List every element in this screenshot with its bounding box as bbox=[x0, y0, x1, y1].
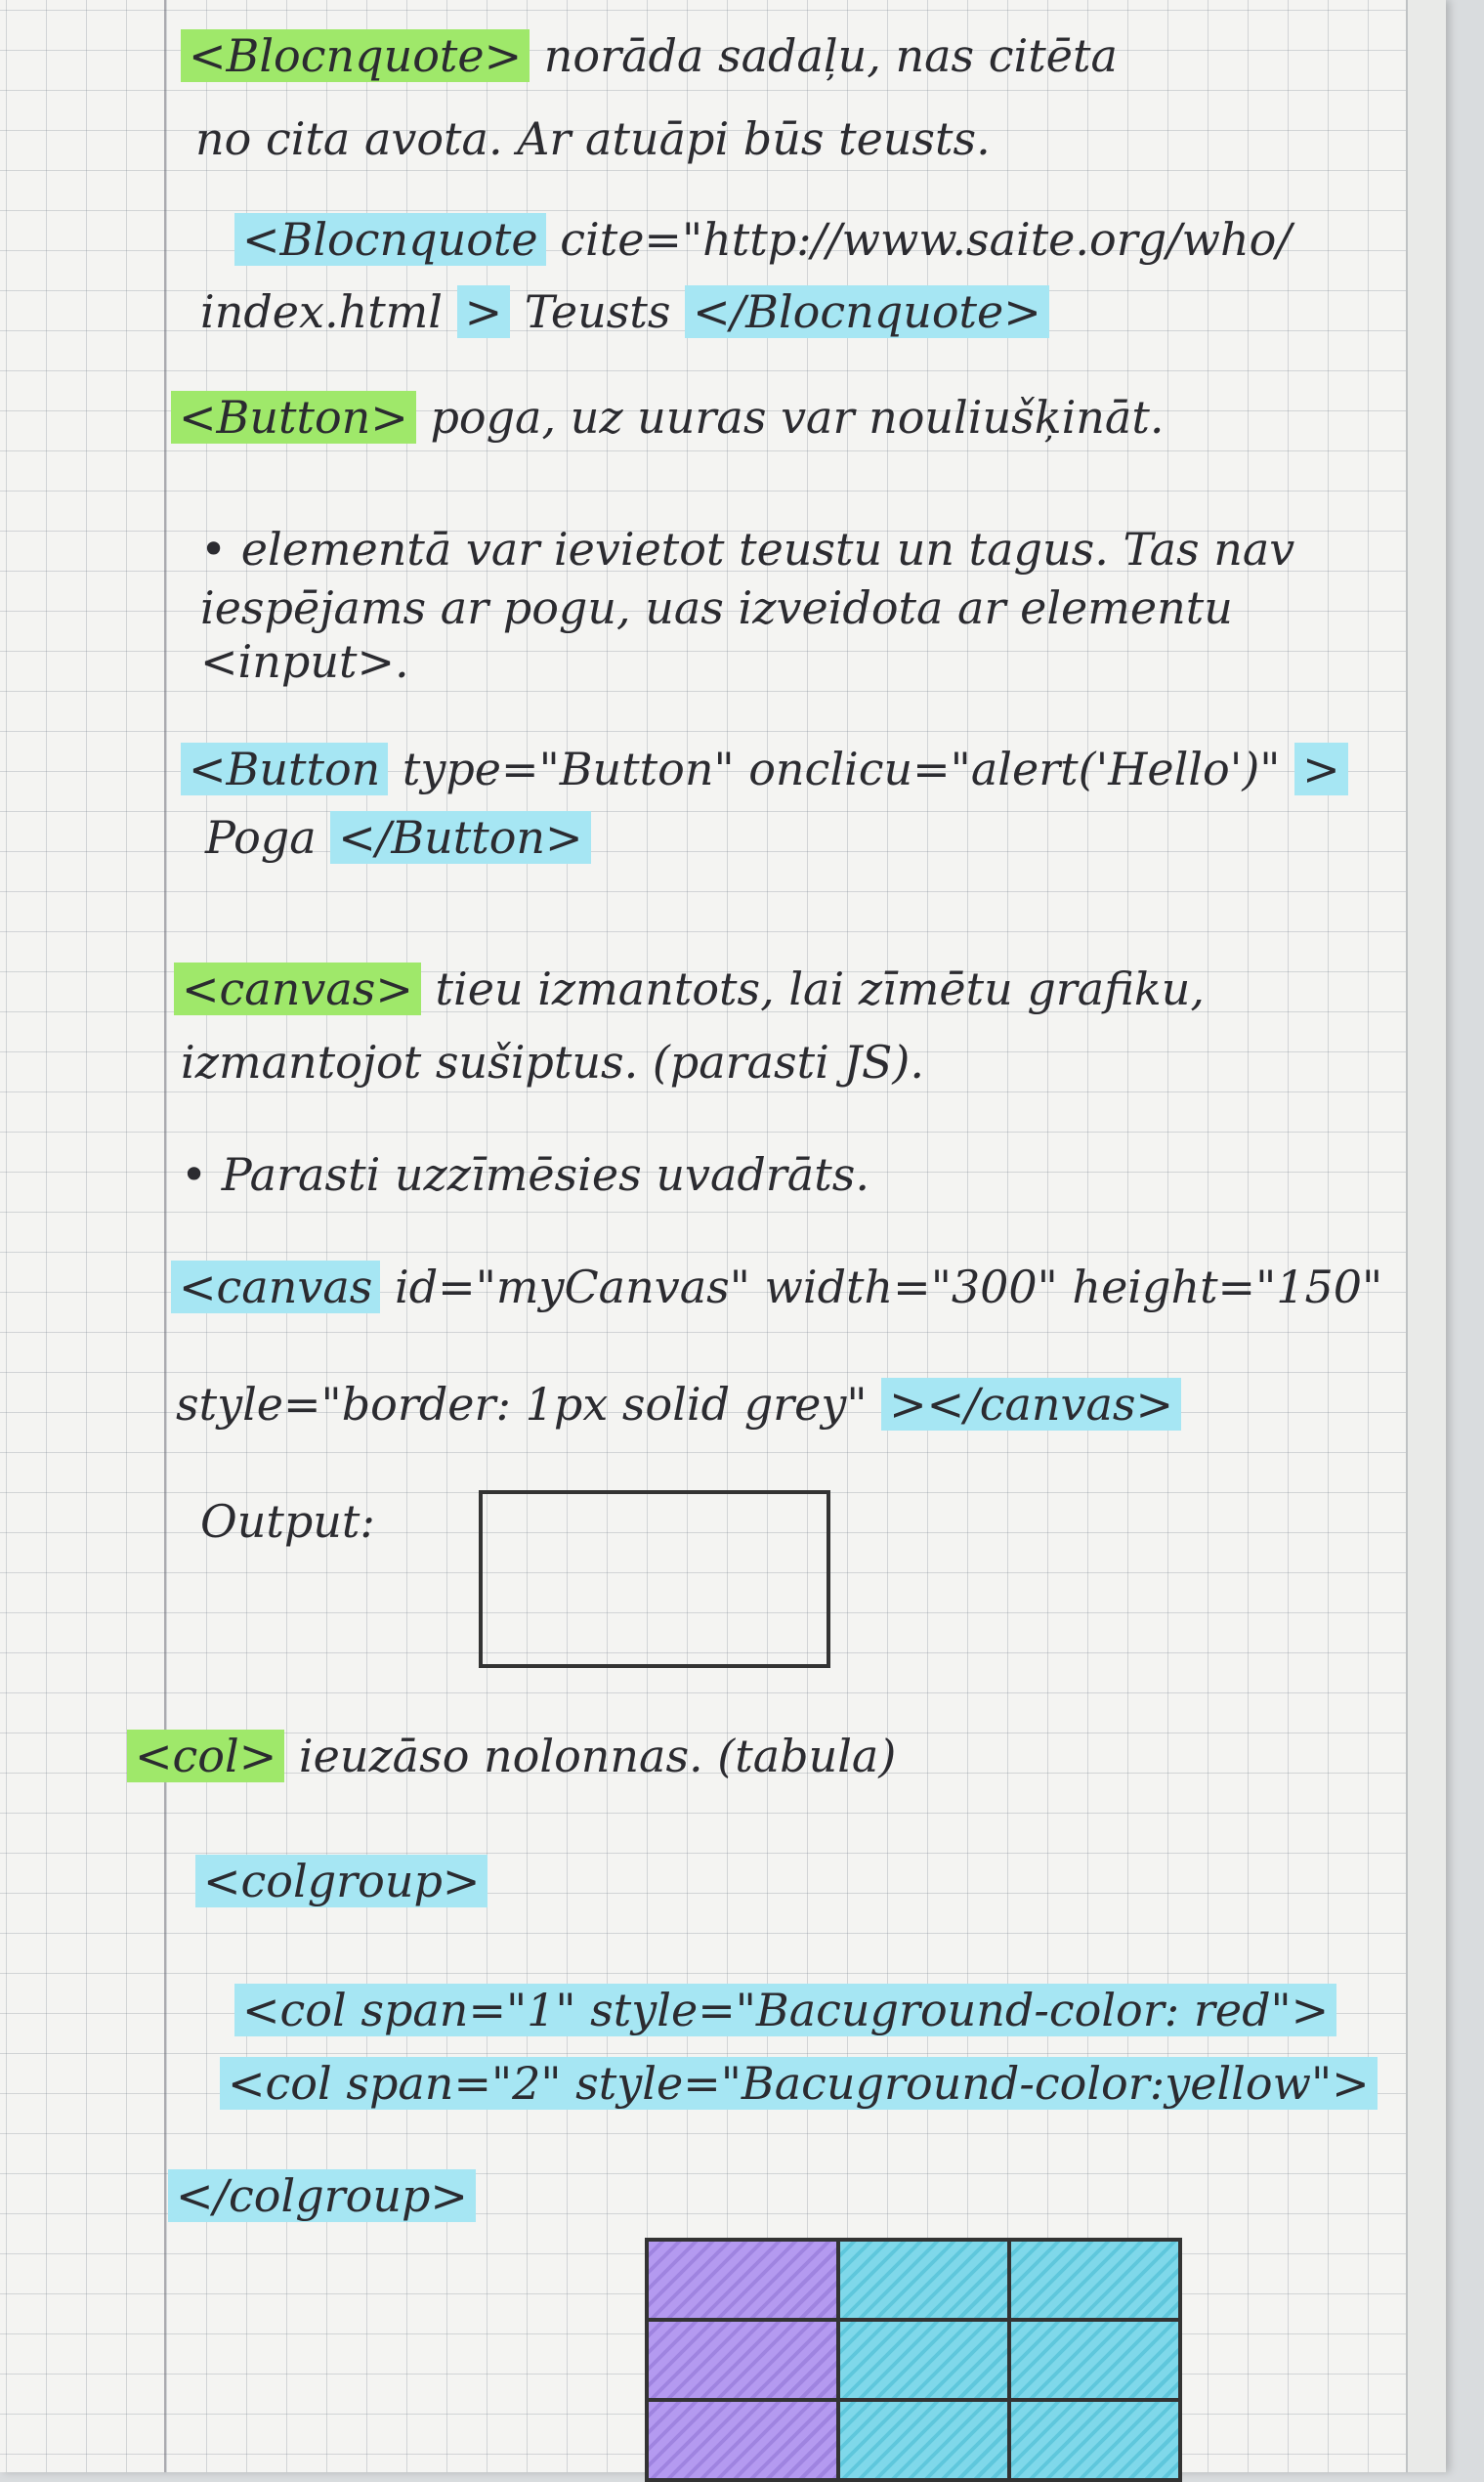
table-cell bbox=[1007, 2398, 1182, 2482]
button-heading-line: <Button> poga, uz uuras var nouliušķināt… bbox=[171, 391, 1164, 445]
canvas-heading-line: <canvas> tieu izmantots, lai zīmētu graf… bbox=[174, 963, 1205, 1016]
button-example-attr: type="Button" onclicu="alert('Hello')" bbox=[402, 743, 1281, 795]
button-example-line-2: Poga </Button> bbox=[205, 811, 591, 865]
canvas-output-box bbox=[479, 1490, 830, 1668]
table-cell bbox=[1007, 2318, 1182, 2402]
button-bullet-1: • elementā var ievietot teustu un tagus.… bbox=[200, 523, 1295, 576]
col-heading-line: <col> ieuzāso nolonnas. (tabula) bbox=[127, 1730, 896, 1783]
canvas-example-open: <canvas bbox=[171, 1261, 381, 1313]
blockquote-heading-line: <Blocnquote> norāda sadaļu, nas citēta bbox=[181, 29, 1118, 83]
canvas-output-label: Output: bbox=[200, 1495, 375, 1548]
blockquote-desc-2: no cita avota. Ar atuāpi būs teusts. bbox=[195, 112, 991, 165]
canvas-example-line-2: style="border: 1px solid grey" ></canvas… bbox=[176, 1378, 1182, 1432]
page-edge bbox=[1406, 0, 1446, 2472]
button-example-close: </Button> bbox=[330, 811, 591, 864]
colgroup-close-line: </colgroup> bbox=[168, 2169, 476, 2223]
col-line-2: <col span="2" style="Bacuground-color:ye… bbox=[220, 2057, 1378, 2111]
button-example-gt: > bbox=[1294, 743, 1348, 795]
canvas-tag: <canvas> bbox=[174, 963, 421, 1015]
table-cell bbox=[836, 2238, 1011, 2322]
col-line-1: <col span="1" style="Bacuground-color: r… bbox=[234, 1984, 1337, 2037]
table-cell bbox=[1007, 2238, 1182, 2322]
button-desc: poga, uz uuras var nouliušķināt. bbox=[430, 391, 1165, 444]
blockquote-desc-1: norāda sadaļu, nas citēta bbox=[543, 29, 1118, 82]
canvas-example-close: ></canvas> bbox=[881, 1378, 1182, 1431]
blockquote-example-close: </Blocnquote> bbox=[685, 285, 1049, 338]
canvas-bullet: • Parasti uzzīmēsies uvadrāts. bbox=[181, 1148, 869, 1201]
button-tag: <Button> bbox=[171, 391, 416, 444]
table-cell bbox=[836, 2318, 1011, 2402]
canvas-example-style: style="border: 1px solid grey" bbox=[176, 1378, 868, 1431]
canvas-desc-2: izmantojot sušiptus. (parasti JS). bbox=[181, 1036, 924, 1089]
button-bullet-3: <input>. bbox=[200, 635, 409, 688]
button-example-text: Poga bbox=[205, 811, 317, 864]
table-cell bbox=[645, 2238, 840, 2322]
blockquote-example-file: index.html bbox=[200, 285, 444, 338]
canvas-example-line-1: <canvas id="myCanvas" width="300" height… bbox=[171, 1261, 1382, 1314]
blockquote-example-attr: cite="http://www.saite.org/who/ bbox=[560, 213, 1292, 266]
blockquote-tag: <Blocnquote> bbox=[181, 29, 530, 82]
button-example-line-1: <Button type="Button" onclicu="alert('He… bbox=[181, 743, 1348, 796]
blockquote-example-line-2: index.html > Teusts </Blocnquote> bbox=[200, 285, 1049, 339]
col-tag: <col> bbox=[127, 1730, 285, 1782]
blockquote-example-text: Teusts bbox=[524, 285, 671, 338]
table-cell bbox=[645, 2398, 840, 2482]
table-cell bbox=[836, 2398, 1011, 2482]
blockquote-example-gt: > bbox=[456, 285, 511, 338]
button-example-open: <Button bbox=[181, 743, 389, 795]
col-desc: ieuzāso nolonnas. (tabula) bbox=[298, 1730, 897, 1782]
colgroup-open-line: <colgroup> bbox=[195, 1855, 488, 1908]
button-bullet-2: iespējams ar pogu, uas izveidota ar elem… bbox=[200, 581, 1233, 634]
canvas-example-attr: id="myCanvas" width="300" height="150" bbox=[395, 1261, 1383, 1313]
table-row bbox=[645, 2238, 1182, 2322]
table-row bbox=[645, 2398, 1182, 2482]
col-example-2: <col span="2" style="Bacuground-color:ye… bbox=[220, 2057, 1378, 2110]
notebook-page: <Blocnquote> norāda sadaļu, nas citēta n… bbox=[0, 0, 1446, 2482]
table-row bbox=[645, 2318, 1182, 2402]
colgroup-sketch-table bbox=[645, 2238, 1182, 2482]
table-cell bbox=[645, 2318, 840, 2402]
blockquote-example-open: <Blocnquote bbox=[234, 213, 546, 266]
blockquote-example-line-1: <Blocnquote cite="http://www.saite.org/w… bbox=[234, 213, 1292, 267]
canvas-desc-1: tieu izmantots, lai zīmētu grafiku, bbox=[435, 963, 1206, 1015]
colgroup-open: <colgroup> bbox=[195, 1855, 488, 1907]
col-example-1: <col span="1" style="Bacuground-color: r… bbox=[234, 1984, 1337, 2036]
margin-line bbox=[164, 0, 166, 2472]
colgroup-close: </colgroup> bbox=[168, 2169, 476, 2222]
